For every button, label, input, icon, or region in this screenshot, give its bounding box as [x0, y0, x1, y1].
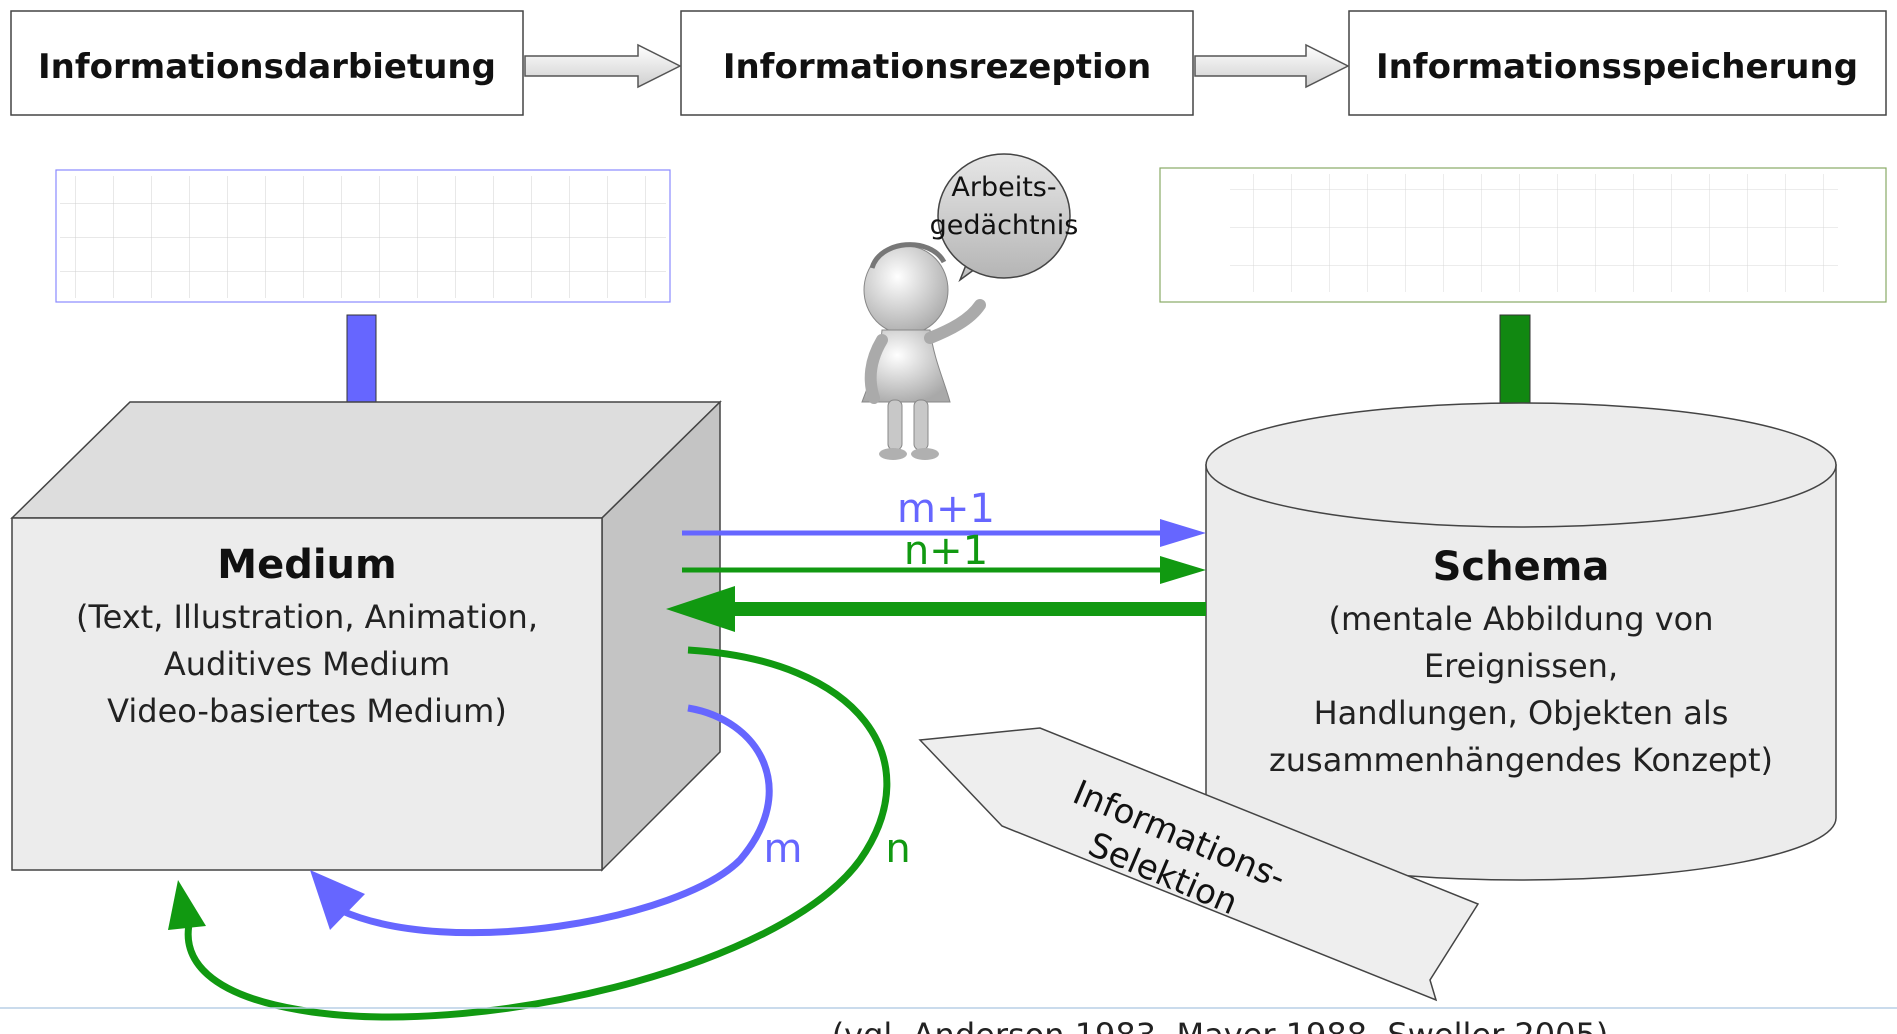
schema-title: Schema — [1433, 544, 1610, 590]
step-reception-label: Informationsrezeption — [723, 47, 1151, 87]
schema-text-line: zusammenhängendes Konzept) — [1269, 741, 1773, 779]
working-memory-bubble: Arbeits- gedächtnis — [930, 153, 1079, 283]
step-presentation-label: Informationsdarbietung — [38, 47, 496, 87]
medium-text-line: (Text, Illustration, Animation, — [76, 598, 538, 636]
n-loop-label: n — [885, 826, 910, 872]
medium-text-line: Auditives Medium — [164, 645, 450, 683]
step-storage-label: Informationsspeicherung — [1376, 47, 1858, 87]
working-memory-line-1: Arbeits- — [951, 172, 1056, 203]
process-step-presentation: Informationsdarbietung — [10, 10, 524, 116]
schema-cylinder: Schema (mentale Abbildung von Ereignisse… — [1205, 402, 1837, 881]
n-loop-arrow — [168, 646, 891, 1021]
m-loop-label: m — [764, 826, 803, 872]
m-plus-1-label: m+1 — [897, 486, 995, 532]
n-plus-1-label: n+1 — [904, 528, 988, 574]
schema-text-line: Handlungen, Objekten als — [1314, 694, 1729, 732]
information-selection-callout: Informations- Selektion — [918, 727, 1480, 1002]
schema-text-line: (mentale Abbildung von — [1329, 600, 1714, 638]
working-memory-line-2: gedächtnis — [930, 210, 1079, 241]
presentation-grid-panel — [55, 169, 671, 303]
schema-to-medium-arrow — [666, 586, 1206, 632]
process-step-reception: Informationsrezeption — [680, 10, 1194, 116]
learner-figure — [861, 242, 986, 460]
step-connector-arrow-2 — [1194, 43, 1350, 89]
process-step-storage: Informationsspeicherung — [1348, 10, 1887, 116]
medium-title: Medium — [217, 542, 396, 588]
m-loop-arrow — [310, 704, 773, 937]
n-plus-1-arrow — [682, 556, 1206, 584]
m-plus-1-arrow — [682, 519, 1206, 547]
storage-grid-panel — [1159, 167, 1887, 303]
medium-text-line: Video-basiertes Medium) — [107, 692, 507, 730]
schema-text-line: Ereignissen, — [1424, 647, 1618, 685]
step-connector-arrow-1 — [524, 43, 682, 89]
citation: (vgl. Anderson 1983, Mayer 1988, Sweller… — [832, 1016, 1609, 1034]
medium-box: Medium (Text, Illustration, Animation, A… — [10, 400, 722, 872]
